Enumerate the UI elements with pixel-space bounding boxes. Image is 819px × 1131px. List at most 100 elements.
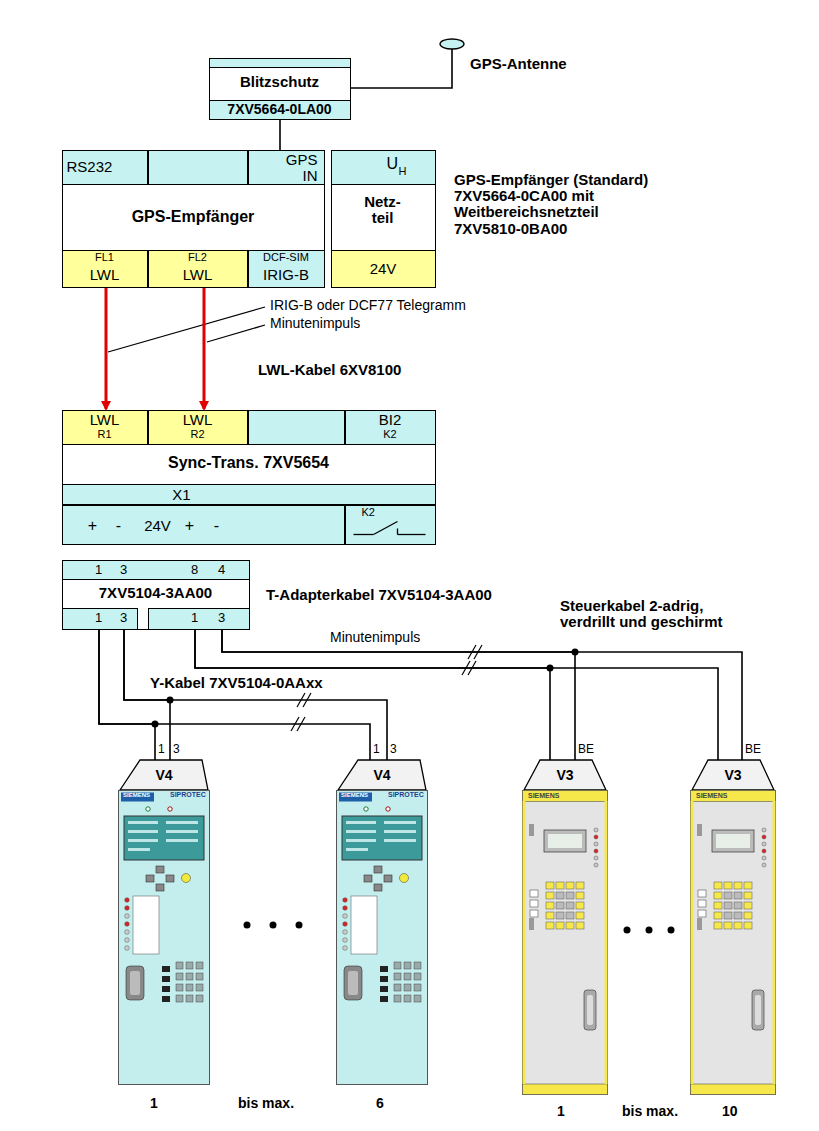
- node-label: SIEMENS: [528, 792, 572, 800]
- node-label: 7XV5664-0LA00: [209, 102, 351, 117]
- box-section: [148, 608, 250, 630]
- cable-wire: [99, 630, 170, 760]
- protection-box: Blitzschutz 7XV5664-0LA00: [209, 58, 351, 120]
- node-label: IRIG-B: [248, 267, 325, 283]
- annotation-label: T-Adapterkabel 7XV5104-3AA00: [266, 587, 526, 603]
- node-label: 1: [92, 611, 106, 625]
- antenna-node: GPS-Antenne: [436, 36, 586, 86]
- node-label: LWL: [148, 412, 248, 428]
- annotation-label: bis max.: [622, 1104, 702, 1119]
- node-label: -: [112, 517, 126, 534]
- t-adapter-box: 13847XV5104-3AA001313: [62, 560, 250, 630]
- cable-wire: [351, 49, 452, 88]
- node-label: BE: [578, 743, 600, 756]
- node-label: SIEMENS: [696, 792, 740, 800]
- node-label: Sync-Trans. 7XV5654: [62, 454, 436, 471]
- device-illustration: [119, 791, 210, 1085]
- annotation-label: 10: [722, 1104, 752, 1119]
- edge-label: IRIG-B oder DCF77 Telegramm: [270, 298, 490, 313]
- box-section: [148, 150, 248, 185]
- antenna-symbol: [440, 39, 464, 49]
- edge-label: Minutenimpuls: [270, 316, 390, 331]
- node-label: K2: [345, 429, 436, 441]
- device-illustration: [523, 791, 608, 1095]
- annotation-label: Y-Kabel 7XV5104-0AAxx: [150, 675, 350, 691]
- switch-symbol: [398, 534, 426, 535]
- node-label: U: [387, 155, 401, 172]
- node-label: GPS-Antenne: [470, 56, 586, 72]
- box-section: [62, 484, 436, 505]
- node-label: 3: [390, 743, 400, 756]
- annotation-label: bis max.: [238, 1096, 318, 1111]
- cable-wire: [195, 630, 742, 760]
- device-illustration: [691, 791, 776, 1095]
- node-label: +: [86, 517, 100, 534]
- node-label: Blitzschutz: [209, 74, 351, 90]
- switch-symbol: [397, 529, 398, 535]
- node-label: 1: [188, 611, 202, 625]
- annotation-label: Minutenimpuls: [330, 630, 450, 645]
- node-label: R1: [62, 429, 148, 441]
- node-label: V3: [522, 768, 608, 783]
- node-label: 1: [92, 563, 106, 577]
- node-label: BE: [745, 743, 767, 756]
- protection-device-v4: V413SIEMENSSIPROTEC: [118, 760, 210, 1085]
- annotation-label: 1: [557, 1104, 577, 1119]
- annotation-label: 1: [150, 1096, 170, 1111]
- node-label: 3: [117, 563, 131, 577]
- node-label: 8: [188, 563, 202, 577]
- node-label: 3: [117, 611, 131, 625]
- node-label: 1: [158, 743, 168, 756]
- node-label: 3: [173, 743, 183, 756]
- node-label: V4: [336, 768, 428, 783]
- node-label: GPS IN: [274, 152, 318, 184]
- cable-wire: [195, 630, 575, 760]
- node-label: 3: [215, 611, 229, 625]
- cable-wire: [99, 630, 387, 760]
- node-shape: [118, 760, 210, 1085]
- node-label: RS232: [67, 159, 145, 175]
- node-label: K2: [362, 507, 392, 519]
- annotation-label: LWL-Kabel 6XV8100: [258, 362, 478, 378]
- node-label: SIEMENS: [341, 792, 373, 798]
- node-label: LWL: [148, 267, 248, 283]
- signal-arrow: [203, 288, 206, 409]
- node-label: SIPROTEC: [170, 791, 210, 799]
- node-label: Netz- teil: [355, 194, 411, 226]
- node-label: V3: [690, 768, 776, 783]
- annotation-label: Steuerkabel 2-adrig, verdrillt und gesch…: [560, 598, 760, 630]
- protection-device-v4: V413SIEMENSSIPROTEC: [336, 760, 428, 1085]
- node-label: FL1: [62, 252, 148, 264]
- node-label: H: [399, 166, 411, 178]
- node-shape: [336, 760, 428, 1085]
- node-shape: [522, 760, 608, 1095]
- gps-receiver-box: RS232GPS INGPS-EmpfängerFL1LWLFL2LWLDCF-…: [62, 150, 325, 288]
- node-shape: [690, 760, 776, 1095]
- node-label: GPS-Empfänger: [62, 208, 325, 225]
- node-label: 24V: [138, 518, 178, 534]
- node-label: X1: [122, 487, 242, 503]
- node-label: LWL: [62, 412, 148, 428]
- box-section: [331, 150, 436, 185]
- node-label: FL2: [148, 252, 248, 264]
- node-label: +: [183, 517, 197, 534]
- node-label: 1: [373, 743, 383, 756]
- sync-transceiver-box: LWLR1LWLR2BI2K2Sync-Trans. 7XV5654X1+-24…: [62, 410, 436, 545]
- switch-symbol: [374, 522, 398, 535]
- node-label: V4: [118, 768, 210, 783]
- node-label: 4: [215, 563, 229, 577]
- cable-wire: [279, 120, 281, 150]
- node-label: BI2: [345, 412, 436, 428]
- switch-symbol: [354, 534, 374, 535]
- box-section: [248, 410, 345, 445]
- box-section: [62, 505, 345, 545]
- annotation-label: GPS-Empfänger (Standard) 7XV5664-0CA00 m…: [454, 172, 659, 237]
- protection-device-v3: V3BESIEMENS: [690, 760, 776, 1095]
- node-label: DCF-SIM: [248, 252, 325, 264]
- protection-device-v3: V3BESIEMENS: [522, 760, 608, 1095]
- device-illustration: [337, 791, 428, 1085]
- node-label: SIEMENS: [123, 792, 155, 798]
- node-label: 7XV5104-3AA00: [62, 585, 250, 601]
- box-section: [345, 505, 436, 545]
